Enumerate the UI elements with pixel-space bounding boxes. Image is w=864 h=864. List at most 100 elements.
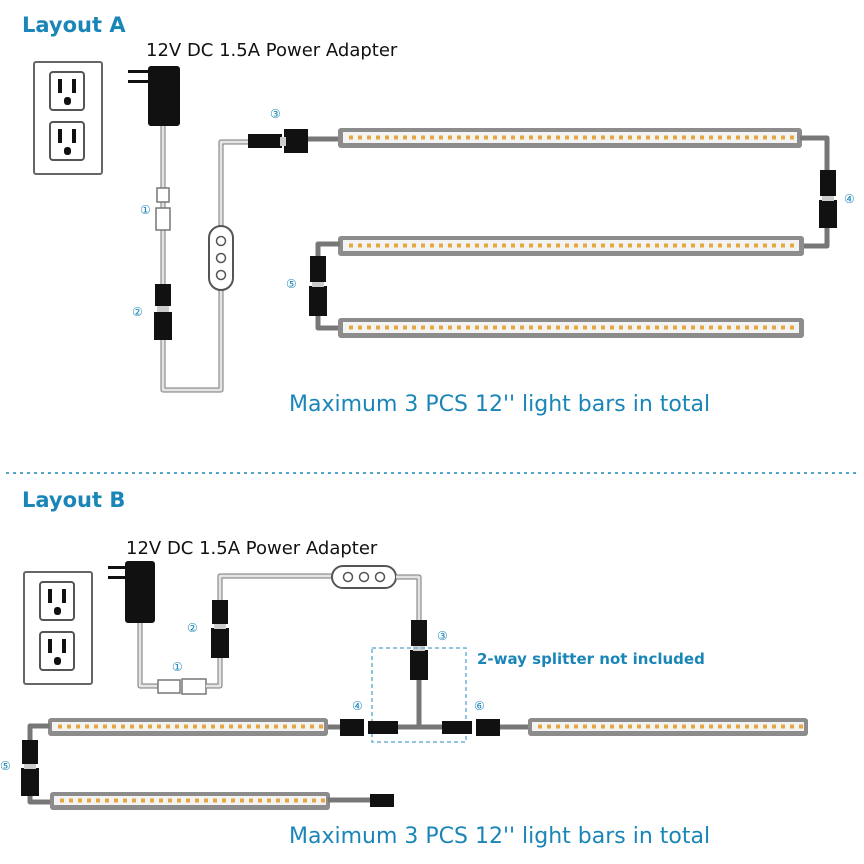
led-dot [213, 798, 217, 803]
connector-1 [155, 187, 171, 231]
led-dot [520, 325, 524, 330]
led-dot [123, 798, 127, 803]
led-dot [691, 724, 695, 729]
led-dot [211, 724, 215, 729]
led-dot [466, 135, 470, 140]
led-dot [240, 798, 244, 803]
led-dot [628, 724, 632, 729]
led-dot [556, 724, 560, 729]
led-dot [538, 135, 542, 140]
led-dot [484, 325, 488, 330]
led-dot [700, 243, 704, 248]
bar-leds [349, 243, 794, 248]
led-dot [511, 135, 515, 140]
led-dot [772, 135, 776, 140]
marker-2: ② [187, 621, 198, 635]
led-dot [637, 325, 641, 330]
led-dot [69, 798, 73, 803]
splitter-box [371, 647, 467, 743]
led-dot [574, 243, 578, 248]
led-dot [628, 135, 632, 140]
led-dot [78, 798, 82, 803]
led-dot [403, 325, 407, 330]
led-dot [664, 135, 668, 140]
led-dot [502, 135, 506, 140]
led-dot [547, 325, 551, 330]
led-dot [718, 325, 722, 330]
led-dot [664, 243, 668, 248]
svg-text:③: ③ [270, 107, 281, 121]
led-dot [276, 798, 280, 803]
bar-leds [58, 724, 323, 729]
layout-b: Layout B 12V DC 1.5A Power Adapter [0, 488, 808, 849]
light-bar-3 [338, 318, 804, 338]
led-dot [319, 724, 323, 729]
led-dot [583, 325, 587, 330]
connector-1 [157, 678, 207, 695]
led-dot [238, 724, 242, 729]
led-dot [754, 724, 758, 729]
led-dot [60, 798, 64, 803]
led-dot [592, 724, 596, 729]
led-dot [682, 325, 686, 330]
led-dot [781, 243, 785, 248]
led-dot [367, 135, 371, 140]
led-dot [376, 325, 380, 330]
led-dot [184, 724, 188, 729]
led-dot [385, 325, 389, 330]
led-dot [637, 135, 641, 140]
led-dot [157, 724, 161, 729]
led-dot [655, 325, 659, 330]
led-dot [130, 724, 134, 729]
svg-text:⑤: ⑤ [0, 759, 11, 773]
marker-5: ⑤ [286, 277, 297, 291]
wall-outlet-icon [23, 571, 93, 685]
led-dot [565, 243, 569, 248]
led-dot [493, 325, 497, 330]
led-dot [502, 243, 506, 248]
led-dot [292, 724, 296, 729]
led-dot [610, 135, 614, 140]
led-dot [303, 798, 307, 803]
light-bar-1 [338, 128, 802, 148]
connector-2 [211, 600, 229, 658]
layout-b-caption: Maximum 3 PCS 12'' light bars in total [289, 824, 710, 849]
layout-b-title: Layout B [22, 488, 125, 512]
led-dot [772, 325, 776, 330]
led-dot [745, 724, 749, 729]
svg-text:①: ① [172, 660, 183, 674]
light-bar-bottom [50, 792, 330, 810]
led-dot [673, 243, 677, 248]
led-dot [628, 325, 632, 330]
connector-6 [442, 719, 500, 736]
led-dot [673, 724, 677, 729]
led-dot [655, 724, 659, 729]
led-dot [745, 325, 749, 330]
led-dot [601, 135, 605, 140]
led-dot [592, 325, 596, 330]
led-dot [565, 724, 569, 729]
svg-text:③: ③ [437, 629, 448, 643]
layout-a-caption: Maximum 3 PCS 12'' light bars in total [289, 392, 710, 417]
led-dot [547, 135, 551, 140]
led-dot [466, 243, 470, 248]
light-bar-right [528, 718, 808, 736]
led-dot [376, 243, 380, 248]
end-connector [370, 794, 394, 807]
led-dot [709, 724, 713, 729]
led-dot [67, 724, 71, 729]
led-dot [781, 724, 785, 729]
svg-text:②: ② [187, 621, 198, 635]
svg-text:⑥: ⑥ [474, 699, 485, 713]
led-dot [448, 325, 452, 330]
led-dot [790, 135, 794, 140]
led-dot [763, 135, 767, 140]
led-dot [790, 724, 794, 729]
led-dot [556, 243, 560, 248]
led-dot [709, 243, 713, 248]
led-dot [430, 135, 434, 140]
svg-text:②: ② [132, 305, 143, 319]
light-bar-2 [338, 236, 804, 256]
led-dot [673, 325, 677, 330]
bar-leds [349, 135, 794, 140]
